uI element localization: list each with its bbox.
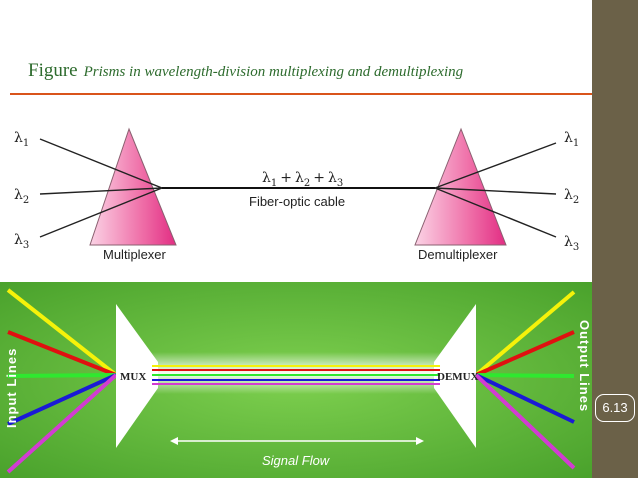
- output-lines-label: Output Lines: [577, 320, 592, 412]
- output-line-magenta: [474, 373, 576, 470]
- demux-funnel: [434, 304, 476, 448]
- output-label-1: λ1: [564, 130, 579, 149]
- prism-wdm-diagram: λ1 λ2 λ3 λ1 λ2 λ3 λ1+λ2+λ3 Fiber-optic c…: [14, 127, 579, 262]
- input-line-yellow: [6, 288, 118, 377]
- mux-label: MUX: [120, 371, 146, 383]
- demux-label: DEMUX: [437, 371, 479, 383]
- input-line-blue: [7, 373, 117, 426]
- output-line-yellow: [474, 290, 576, 377]
- signal-glow: [140, 352, 470, 394]
- output-label-3: λ3: [564, 234, 579, 253]
- input-ray-2: [39, 187, 163, 195]
- caption-lead: Figure: [28, 60, 78, 81]
- title-divider: [10, 93, 622, 95]
- signal-flow-label: Signal Flow: [262, 453, 331, 468]
- slide: Figure Prisms in wavelength-division mult…: [0, 60, 622, 478]
- input-label-1: λ1: [14, 130, 29, 149]
- demultiplexer-label: Demultiplexer: [418, 247, 498, 262]
- input-label-3: λ3: [14, 232, 29, 251]
- figure-caption: Figure Prisms in wavelength-division mult…: [28, 60, 463, 82]
- output-ray-3: [434, 187, 557, 238]
- input-lines-label: Input Lines: [4, 348, 19, 428]
- cable-label: Fiber-optic cable: [249, 194, 345, 209]
- page-number-badge: 6.13: [595, 394, 635, 422]
- input-line-green: [7, 373, 117, 378]
- arrow-head-right: [416, 437, 424, 445]
- output-label-2: λ2: [564, 187, 579, 206]
- mux-demux-illustration: MUX DEMUX Input Lines Output Lines Signa…: [0, 282, 592, 478]
- multiplexer-prism: [89, 127, 177, 246]
- arrow-head-left: [170, 437, 178, 445]
- input-ray-3: [39, 187, 163, 238]
- output-line-green: [475, 373, 575, 378]
- input-ray-1: [39, 138, 163, 189]
- output-ray-2: [434, 187, 557, 195]
- mux-funnel: [116, 304, 158, 448]
- output-ray-1: [434, 142, 557, 189]
- caption-text: Prisms in wavelength-division multiplexi…: [83, 64, 464, 80]
- multiplexer-label: Multiplexer: [103, 247, 167, 262]
- output-line-red: [475, 330, 575, 377]
- output-line-blue: [475, 373, 575, 424]
- input-line-magenta: [6, 373, 118, 474]
- input-line-red: [7, 330, 117, 377]
- cable-formula: λ1+λ2+λ3: [262, 170, 343, 189]
- input-label-2: λ2: [14, 187, 29, 206]
